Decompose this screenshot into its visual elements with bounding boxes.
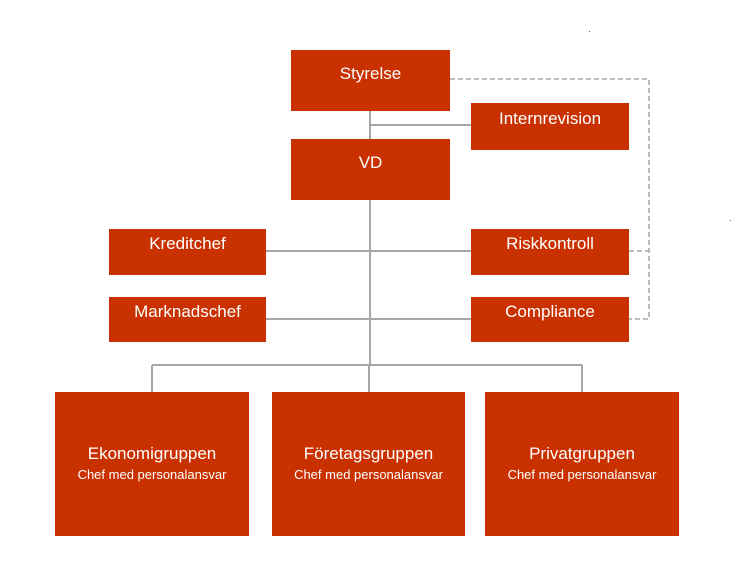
group-subtitle: Chef med personalansvar: [507, 467, 657, 482]
compliance-box: Compliance: [471, 297, 629, 342]
ceo-box: VD: [291, 139, 450, 200]
internal-audit-box: Internrevision: [471, 103, 629, 150]
credit-chief-label: Kreditchef: [149, 234, 226, 253]
group-box-business: Företagsgruppen Chef med personalansvar: [272, 392, 465, 536]
board-box: Styrelse: [291, 50, 450, 111]
risk-control-label: Riskkontroll: [506, 234, 594, 253]
group-subtitle: Chef med personalansvar: [77, 467, 227, 482]
board-label: Styrelse: [339, 63, 402, 83]
risk-control-box: Riskkontroll: [471, 229, 629, 275]
credit-chief-box: Kreditchef: [109, 229, 266, 275]
internal-audit-label: Internrevision: [498, 108, 602, 128]
group-name: Privatgruppen: [529, 444, 635, 463]
compliance-label: Compliance: [505, 301, 595, 321]
group-box-private: Privatgruppen Chef med personalansvar: [485, 392, 679, 536]
stray-dot: [589, 31, 590, 32]
marketing-chief-box: Marknadschef: [109, 297, 266, 342]
connector-dashed-board: [450, 78, 650, 320]
ceo-label: VD: [358, 152, 383, 172]
group-subtitle: Chef med personalansvar: [294, 467, 443, 482]
group-name: Företagsgruppen: [303, 444, 434, 463]
marketing-chief-label: Marknadschef: [134, 301, 241, 321]
stray-dot: [730, 220, 731, 221]
group-name: Ekonomigruppen: [87, 444, 217, 463]
group-box-economy: Ekonomigruppen Chef med personalansvar: [55, 392, 249, 536]
